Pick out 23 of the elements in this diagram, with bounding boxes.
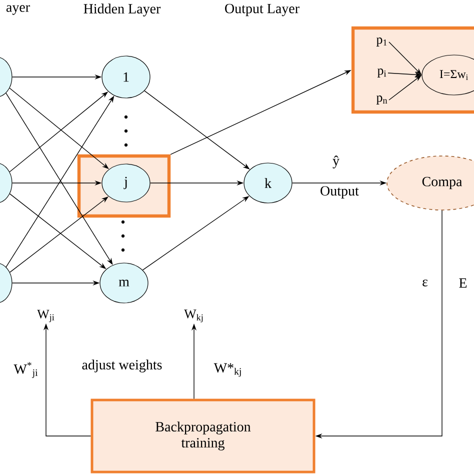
layer-heading: Output Layer bbox=[225, 4, 300, 16]
hidden-neuron: 1 bbox=[102, 56, 150, 98]
weight-label: W*$_{kj}$ bbox=[214, 363, 241, 377]
error-symbol: ε bbox=[422, 280, 428, 286]
edge-label: Output bbox=[320, 186, 359, 198]
process-box: Backpropagation training bbox=[90, 398, 316, 474]
weight-label: W$_{kj}$ bbox=[184, 310, 203, 322]
input-label: p$_{n}$ bbox=[376, 96, 388, 104]
input-label: p$_{i}$ bbox=[377, 68, 386, 78]
hidden-neuron: m bbox=[100, 262, 148, 304]
layer-heading: ayer bbox=[6, 5, 30, 15]
annotation-text: adjust weights bbox=[82, 360, 162, 372]
error-label: E bbox=[459, 278, 467, 288]
input-neuron bbox=[0, 162, 12, 204]
input-label: p$_{1}$ bbox=[376, 38, 387, 46]
weight-label: W$_{ji}$ bbox=[37, 310, 54, 322]
hidden-neuron: j bbox=[102, 164, 150, 202]
output-symbol: ŷ bbox=[332, 156, 340, 168]
output-neuron: k bbox=[244, 162, 292, 204]
input-neuron bbox=[0, 262, 12, 304]
weight-label: W$^{*}$ji bbox=[14, 362, 38, 378]
layer-heading: Hidden Layer bbox=[84, 4, 161, 16]
input-neuron bbox=[0, 56, 12, 98]
